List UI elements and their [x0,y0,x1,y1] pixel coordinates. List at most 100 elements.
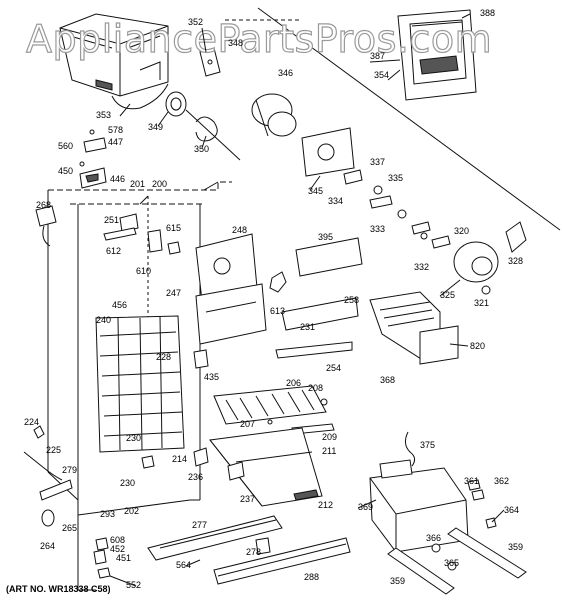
part-label: 375 [420,440,435,450]
fan-blade [269,271,287,293]
part-label: 349 [148,122,163,132]
part-label: 236 [188,472,203,482]
part-label: 450 [58,166,73,176]
part-label: 328 [508,256,523,266]
wire-harness [404,431,416,467]
thermostat [35,205,57,247]
part-label: 352 [188,17,203,27]
part-label: 613 [270,306,285,316]
part-label: 435 [204,372,219,382]
auger-assembly [165,91,241,161]
part-label: 206 [286,378,301,388]
part-label: 388 [480,8,495,18]
part-label: 359 [390,576,405,586]
small-clips [467,479,485,501]
cabinet-outline [47,7,561,591]
part-labels: 352 348 388 387 346 354 353 349 350 578 … [24,8,523,590]
part-label: 268 [36,200,51,210]
part-label: 615 [166,223,181,233]
clip-278 [255,537,271,555]
wire-shelf [213,385,335,435]
part-label: 361 [464,476,479,486]
part-label: 237 [240,494,255,504]
part-label: 202 [124,506,139,516]
part-label: 335 [388,173,403,183]
part-label: 452 [110,544,125,554]
part-label: 288 [304,572,319,582]
watermark-text: AppliancePartsPros.com [26,17,492,61]
part-label: 265 [62,523,77,533]
part-label: 225 [46,445,61,455]
part-label: 333 [370,224,385,234]
slide-rails [387,517,527,595]
ice-maker [369,291,459,365]
toe-grille [147,515,351,585]
part-label: 240 [96,315,111,325]
part-label: 560 [58,141,73,151]
part-label: 353 [96,110,111,120]
hinge-parts [79,129,107,189]
part-label: 368 [380,375,395,385]
part-label: 334 [328,196,343,206]
part-label: 200 [152,179,167,189]
left-parts [23,425,245,579]
part-label: 366 [426,533,441,543]
part-label: 345 [308,186,323,196]
part-label: 209 [322,432,337,442]
part-label: 395 [318,232,333,242]
ice-bucket [59,13,169,97]
part-label: 346 [278,68,293,78]
part-label: 264 [40,541,55,551]
part-label: 214 [172,454,187,464]
part-label: 348 [228,38,243,48]
part-label: 578 [108,125,123,135]
part-label: 201 [130,179,145,189]
part-label: 451 [116,553,131,563]
part-label: 207 [240,419,255,429]
part-label: 446 [110,174,125,184]
part-label: 354 [374,70,389,80]
part-label: 364 [504,505,519,515]
part-label: 321 [474,298,489,308]
part-label: 447 [108,137,123,147]
part-label: 258 [344,295,359,305]
part-label: 320 [454,226,469,236]
motor-bracket [301,127,355,177]
part-label: 608 [110,535,125,545]
dispenser-door [397,9,477,101]
part-label: 359 [508,542,523,552]
part-label: 332 [414,262,429,272]
part-label: 279 [62,465,77,475]
part-label: 293 [100,509,115,519]
part-label: 456 [112,300,127,310]
part-label: 820 [470,341,485,351]
part-label: 387 [370,51,385,61]
part-label: 369 [358,502,373,512]
evaporator [95,315,185,453]
part-label: 278 [246,547,261,557]
part-label: 247 [166,288,181,298]
part-label: 230 [120,478,135,488]
part-label: 248 [232,225,247,235]
leader-lines [109,13,505,587]
part-label: 211 [322,446,336,456]
part-label: 564 [176,560,191,570]
part-label: 231 [300,322,315,332]
part-label: 610 [136,266,151,276]
part-label: 212 [318,500,333,510]
dispenser-housing [195,233,267,345]
part-label: 337 [370,157,385,167]
part-label: 325 [440,290,455,300]
part-label: 365 [444,558,459,568]
part-label: 612 [106,246,121,256]
part-label: 350 [194,144,209,154]
part-label: 251 [104,215,119,225]
control-box [369,459,469,553]
part-label: 254 [326,363,341,373]
cover-panels [275,237,363,359]
part-label: 277 [192,520,207,530]
bucket-wire [111,83,169,110]
part-label: 208 [308,383,323,393]
